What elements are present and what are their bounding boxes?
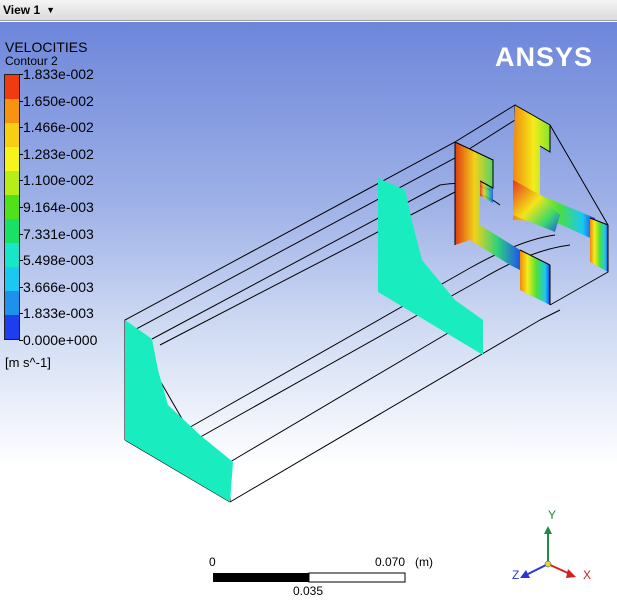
legend-tick-label: 0.000e+000 [23,332,98,348]
legend-tick-mark [19,153,23,155]
outlet-wireframe [454,104,609,306]
color-legend-bar [4,74,20,340]
legend-tick-mark [19,260,23,262]
legend-color-segment [5,219,19,243]
scale-mid-label: 0.035 [293,584,324,598]
legend-subtitle: Contour 2 [5,54,58,68]
scale-left-label: 0 [209,555,216,569]
scale-right-label: 0.070 [375,555,406,569]
ansys-logo: ANSYS [494,42,593,72]
legend-title: VELOCITIES [5,39,88,55]
legend-tick-label: 1.466e-002 [23,119,94,136]
legend-tick-label: 1.650e-002 [23,92,94,109]
legend-tick-mark [19,286,23,288]
legend-tick-mark [19,313,23,315]
legend-tick-label: 1.833e-003 [23,305,94,322]
legend-tick-label: 1.833e-002 [23,66,94,82]
legend-tick-mark [19,233,23,235]
legend-tick-label: 3.666e-003 [23,278,94,295]
legend-color-segment [5,147,19,171]
legend-color-segment [5,123,19,147]
legend-color-segment [5,171,19,195]
outlet-b-contour [513,105,608,305]
legend-tick-mark [19,100,23,102]
inlet-contour-plane [125,320,233,502]
view-tab-label: View 1 [3,3,41,17]
legend-tick-mark [19,207,23,208]
legend-color-segment [5,243,19,267]
legend-tick-mark [19,74,23,75]
legend-color-segment [5,315,19,339]
legend-color-segment [5,99,19,123]
chevron-down-icon[interactable]: ▼ [46,5,56,15]
axis-triad [520,526,576,578]
axis-y-label: Y [548,508,557,522]
legend-color-segment [5,195,19,219]
legend-tick-label: 1.100e-002 [23,172,94,189]
legend-units: [m s^-1] [5,355,51,370]
scale-unit-label: (m) [415,555,433,569]
axis-z-label: Z [512,568,520,582]
view-toolbar: View 1 ▼ [0,0,617,21]
legend-tick-mark [19,127,23,129]
legend-color-segment [5,75,19,99]
3d-viewport[interactable]: VELOCITIES Contour 2 1.833e-002 1.650e-00… [0,22,617,614]
legend-tick-mark [19,180,23,182]
legend-tick-mark [19,340,23,341]
legend-tick-label: 5.498e-003 [23,252,94,269]
mid-contour-plane [378,178,483,355]
geometry-canvas[interactable] [0,22,617,614]
legend-tick-label: 1.283e-002 [23,145,94,162]
legend-color-segment [5,267,19,291]
scale-bar [213,572,406,583]
axis-x-label: X [583,568,592,582]
legend-color-segment [5,291,19,315]
legend-tick-label: 7.331e-003 [23,225,94,242]
view-selector-tab[interactable]: View 1 ▼ [3,2,55,18]
outlet-a-contour [455,142,520,270]
legend-tick-label: 9.164e-003 [23,199,94,215]
